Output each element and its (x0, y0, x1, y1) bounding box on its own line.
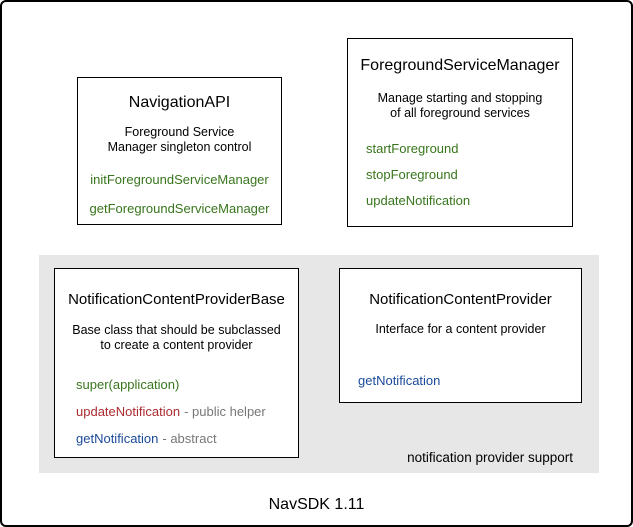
class-box-notification-content-provider: NotificationContentProvider Interface fo… (339, 268, 582, 403)
group-label: notification provider support (407, 450, 573, 465)
method-label: updateNotification (366, 193, 471, 208)
method-list-notification-content-provider-base: super(application) updateNotification- p… (55, 377, 298, 447)
description-line: Base class that should be subclassed (72, 323, 281, 337)
class-title-notification-content-provider: NotificationContentProvider (369, 291, 552, 308)
class-description-notification-content-provider-base: Base class that should be subclassed to … (55, 323, 298, 353)
method-startforeground: startForeground (366, 141, 572, 157)
method-updatenotification-helper: updateNotification- public helper (76, 404, 298, 420)
method-label: updateNotification (76, 404, 181, 419)
description-line: Manage starting and stopping (377, 91, 543, 105)
method-initforegroundservicemanager: initForegroundServiceManager (78, 172, 281, 188)
method-getforegroundservicemanager: getForegroundServiceManager (78, 201, 281, 217)
method-suffix: - public helper (184, 404, 266, 419)
description-line: Foreground Service (124, 125, 235, 139)
method-stopforeground: stopForeground (366, 167, 572, 183)
notification-provider-group-region: NotificationContentProviderBase Base cla… (39, 255, 599, 473)
class-box-navigation-api: NavigationAPI Foreground Service Manager… (77, 77, 282, 225)
class-box-foreground-service-manager: ForegroundServiceManager Manage starting… (347, 38, 573, 227)
method-getnotification: getNotification (358, 373, 581, 389)
class-title-navigation-api: NavigationAPI (128, 94, 231, 111)
class-title-foreground-service-manager: ForegroundServiceManager (360, 57, 560, 74)
method-label: getNotification (358, 373, 441, 388)
method-label: getForegroundServiceManager (89, 201, 270, 216)
method-label: stopForeground (366, 167, 458, 182)
class-description-notification-content-provider: Interface for a content provider (340, 322, 581, 337)
description-line: to create a content provider (100, 338, 253, 352)
method-super-application: super(application) (76, 377, 298, 393)
method-updatenotification: updateNotification (366, 193, 572, 209)
diagram-caption: NavSDK 1.11 (268, 496, 365, 513)
method-list-foreground-service-manager: startForeground stopForeground updateNot… (348, 141, 572, 209)
description-line: Manager singleton control (107, 140, 252, 154)
method-label: getNotification (76, 431, 159, 446)
method-list-notification-content-provider: getNotification (340, 373, 581, 389)
method-label: startForeground (366, 141, 459, 156)
class-description-foreground-service-manager: Manage starting and stopping of all fore… (348, 91, 572, 121)
method-label: initForegroundServiceManager (90, 172, 269, 187)
method-suffix: - abstract (162, 431, 217, 446)
method-list-navigation-api: initForegroundServiceManager getForegrou… (78, 172, 281, 217)
method-label: super(application) (76, 377, 180, 392)
class-title-notification-content-provider-base: NotificationContentProviderBase (68, 291, 285, 308)
description-line: of all foreground services (390, 106, 530, 120)
method-getnotification-abstract: getNotification- abstract (76, 431, 298, 447)
class-box-notification-content-provider-base: NotificationContentProviderBase Base cla… (54, 268, 299, 458)
class-description-navigation-api: Foreground Service Manager singleton con… (78, 125, 281, 155)
description-line: Interface for a content provider (375, 322, 546, 336)
